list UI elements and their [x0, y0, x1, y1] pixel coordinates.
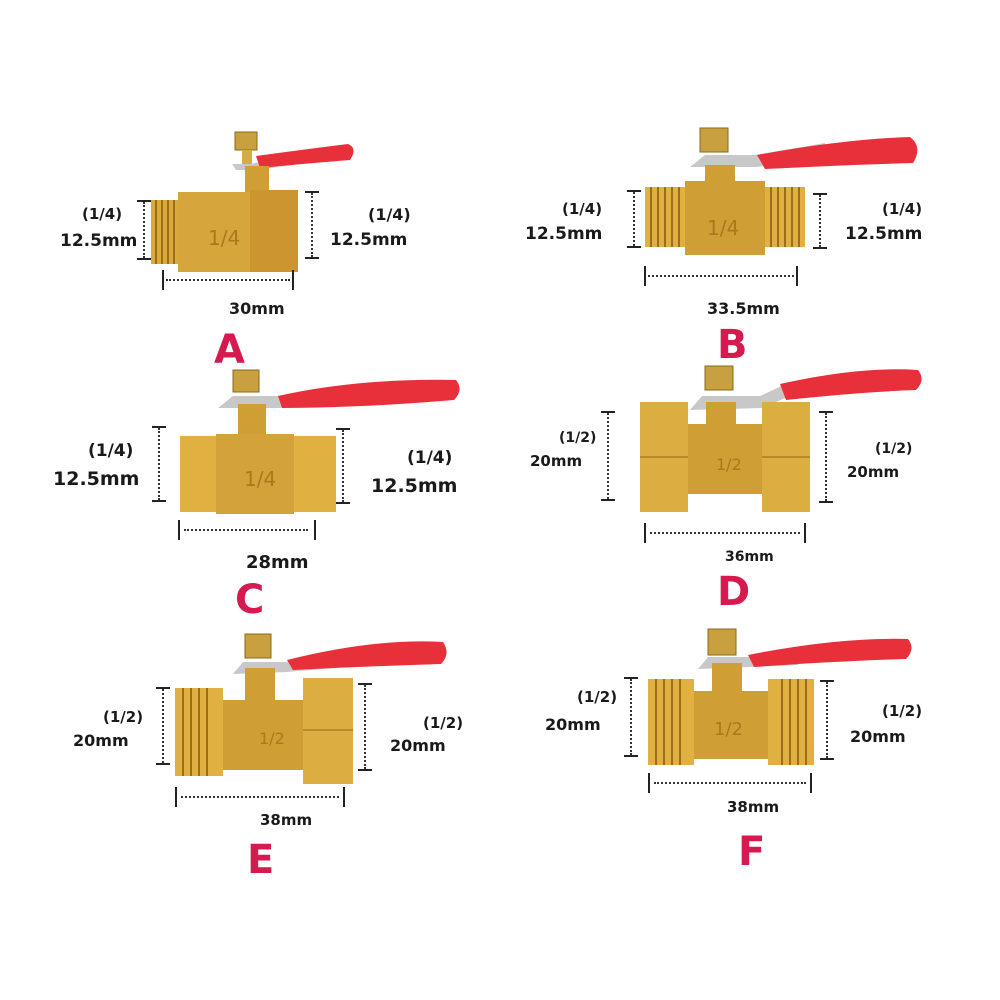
left-mm-label-c: 12.5mm [53, 468, 140, 490]
ball-valve-image-a: 1/4 [151, 131, 354, 272]
left-dimension-line-b [627, 190, 641, 248]
left-mm-label-f: 20mm [545, 715, 601, 734]
length-label-c: 28mm [246, 552, 309, 573]
left-size-label-f: (1/2) [577, 688, 618, 706]
product-letter-b: B [717, 322, 748, 368]
svg-text:1/4: 1/4 [707, 216, 739, 240]
left-mm-label-d: 20mm [530, 452, 583, 470]
right-dimension-line-c [336, 428, 350, 504]
left-size-label-b: (1/4) [562, 200, 603, 218]
ball-valve-image-d: 1/2 [640, 365, 922, 512]
right-dimension-line-e [358, 683, 372, 771]
length-label-a: 30mm [229, 299, 285, 318]
ball-valve-image-f: 1/2 [648, 628, 912, 765]
right-dimension-line-a [305, 191, 319, 259]
length-dimension-line-d [644, 523, 806, 543]
length-label-f: 38mm [727, 798, 780, 816]
svg-text:1/4: 1/4 [244, 467, 276, 491]
ball-valve-image-c: 1/4 [180, 369, 460, 514]
length-dimension-line-b [644, 266, 798, 286]
left-dimension-line-e [156, 687, 170, 765]
length-label-e: 38mm [260, 811, 313, 829]
right-mm-label-a: 12.5mm [330, 230, 408, 250]
right-mm-label-d: 20mm [847, 463, 900, 481]
length-dimension-line-c [178, 520, 316, 540]
ball-valve-image-e: 1/2 [175, 633, 447, 784]
left-size-label-d: (1/2) [559, 430, 597, 446]
product-letter-c: C [235, 577, 265, 623]
product-letter-e: E [247, 837, 275, 883]
right-size-label-b: (1/4) [882, 200, 923, 218]
left-mm-label-a: 12.5mm [60, 231, 138, 251]
left-size-label-e: (1/2) [103, 708, 144, 726]
right-size-label-e: (1/2) [423, 714, 464, 732]
right-size-label-f: (1/2) [882, 702, 923, 720]
length-dimension-line-a [162, 270, 294, 290]
product-letter-f: F [738, 829, 766, 875]
left-dimension-line-c [152, 426, 166, 502]
left-size-label-c: (1/4) [88, 441, 134, 461]
length-dimension-line-e [175, 787, 345, 807]
right-mm-label-f: 20mm [850, 727, 906, 746]
length-label-b: 33.5mm [707, 299, 780, 318]
right-dimension-line-b [813, 193, 827, 249]
right-size-label-d: (1/2) [875, 441, 913, 457]
left-dimension-line-d [601, 411, 615, 501]
svg-text:1/2: 1/2 [714, 719, 743, 740]
left-dimension-line-a [137, 200, 151, 260]
ball-valve-image-b: 1/4 [645, 127, 918, 255]
svg-text:1/2: 1/2 [259, 729, 285, 748]
left-mm-label-e: 20mm [73, 731, 129, 750]
right-size-label-c: (1/4) [407, 448, 453, 468]
right-dimension-line-d [819, 411, 833, 503]
right-dimension-line-f [820, 680, 834, 760]
length-dimension-line-f [648, 773, 812, 793]
right-mm-label-c: 12.5mm [371, 475, 458, 497]
length-label-d: 36mm [725, 549, 774, 565]
left-size-label-a: (1/4) [82, 205, 123, 223]
left-mm-label-b: 12.5mm [525, 224, 603, 244]
right-size-label-a: (1/4) [368, 205, 411, 224]
svg-text:1/2: 1/2 [716, 455, 742, 474]
product-letter-d: D [717, 569, 751, 615]
right-mm-label-e: 20mm [390, 736, 446, 755]
right-mm-label-b: 12.5mm [845, 224, 923, 244]
left-dimension-line-f [624, 677, 638, 757]
svg-text:1/4: 1/4 [208, 226, 240, 250]
product-letter-a: A [214, 327, 245, 373]
